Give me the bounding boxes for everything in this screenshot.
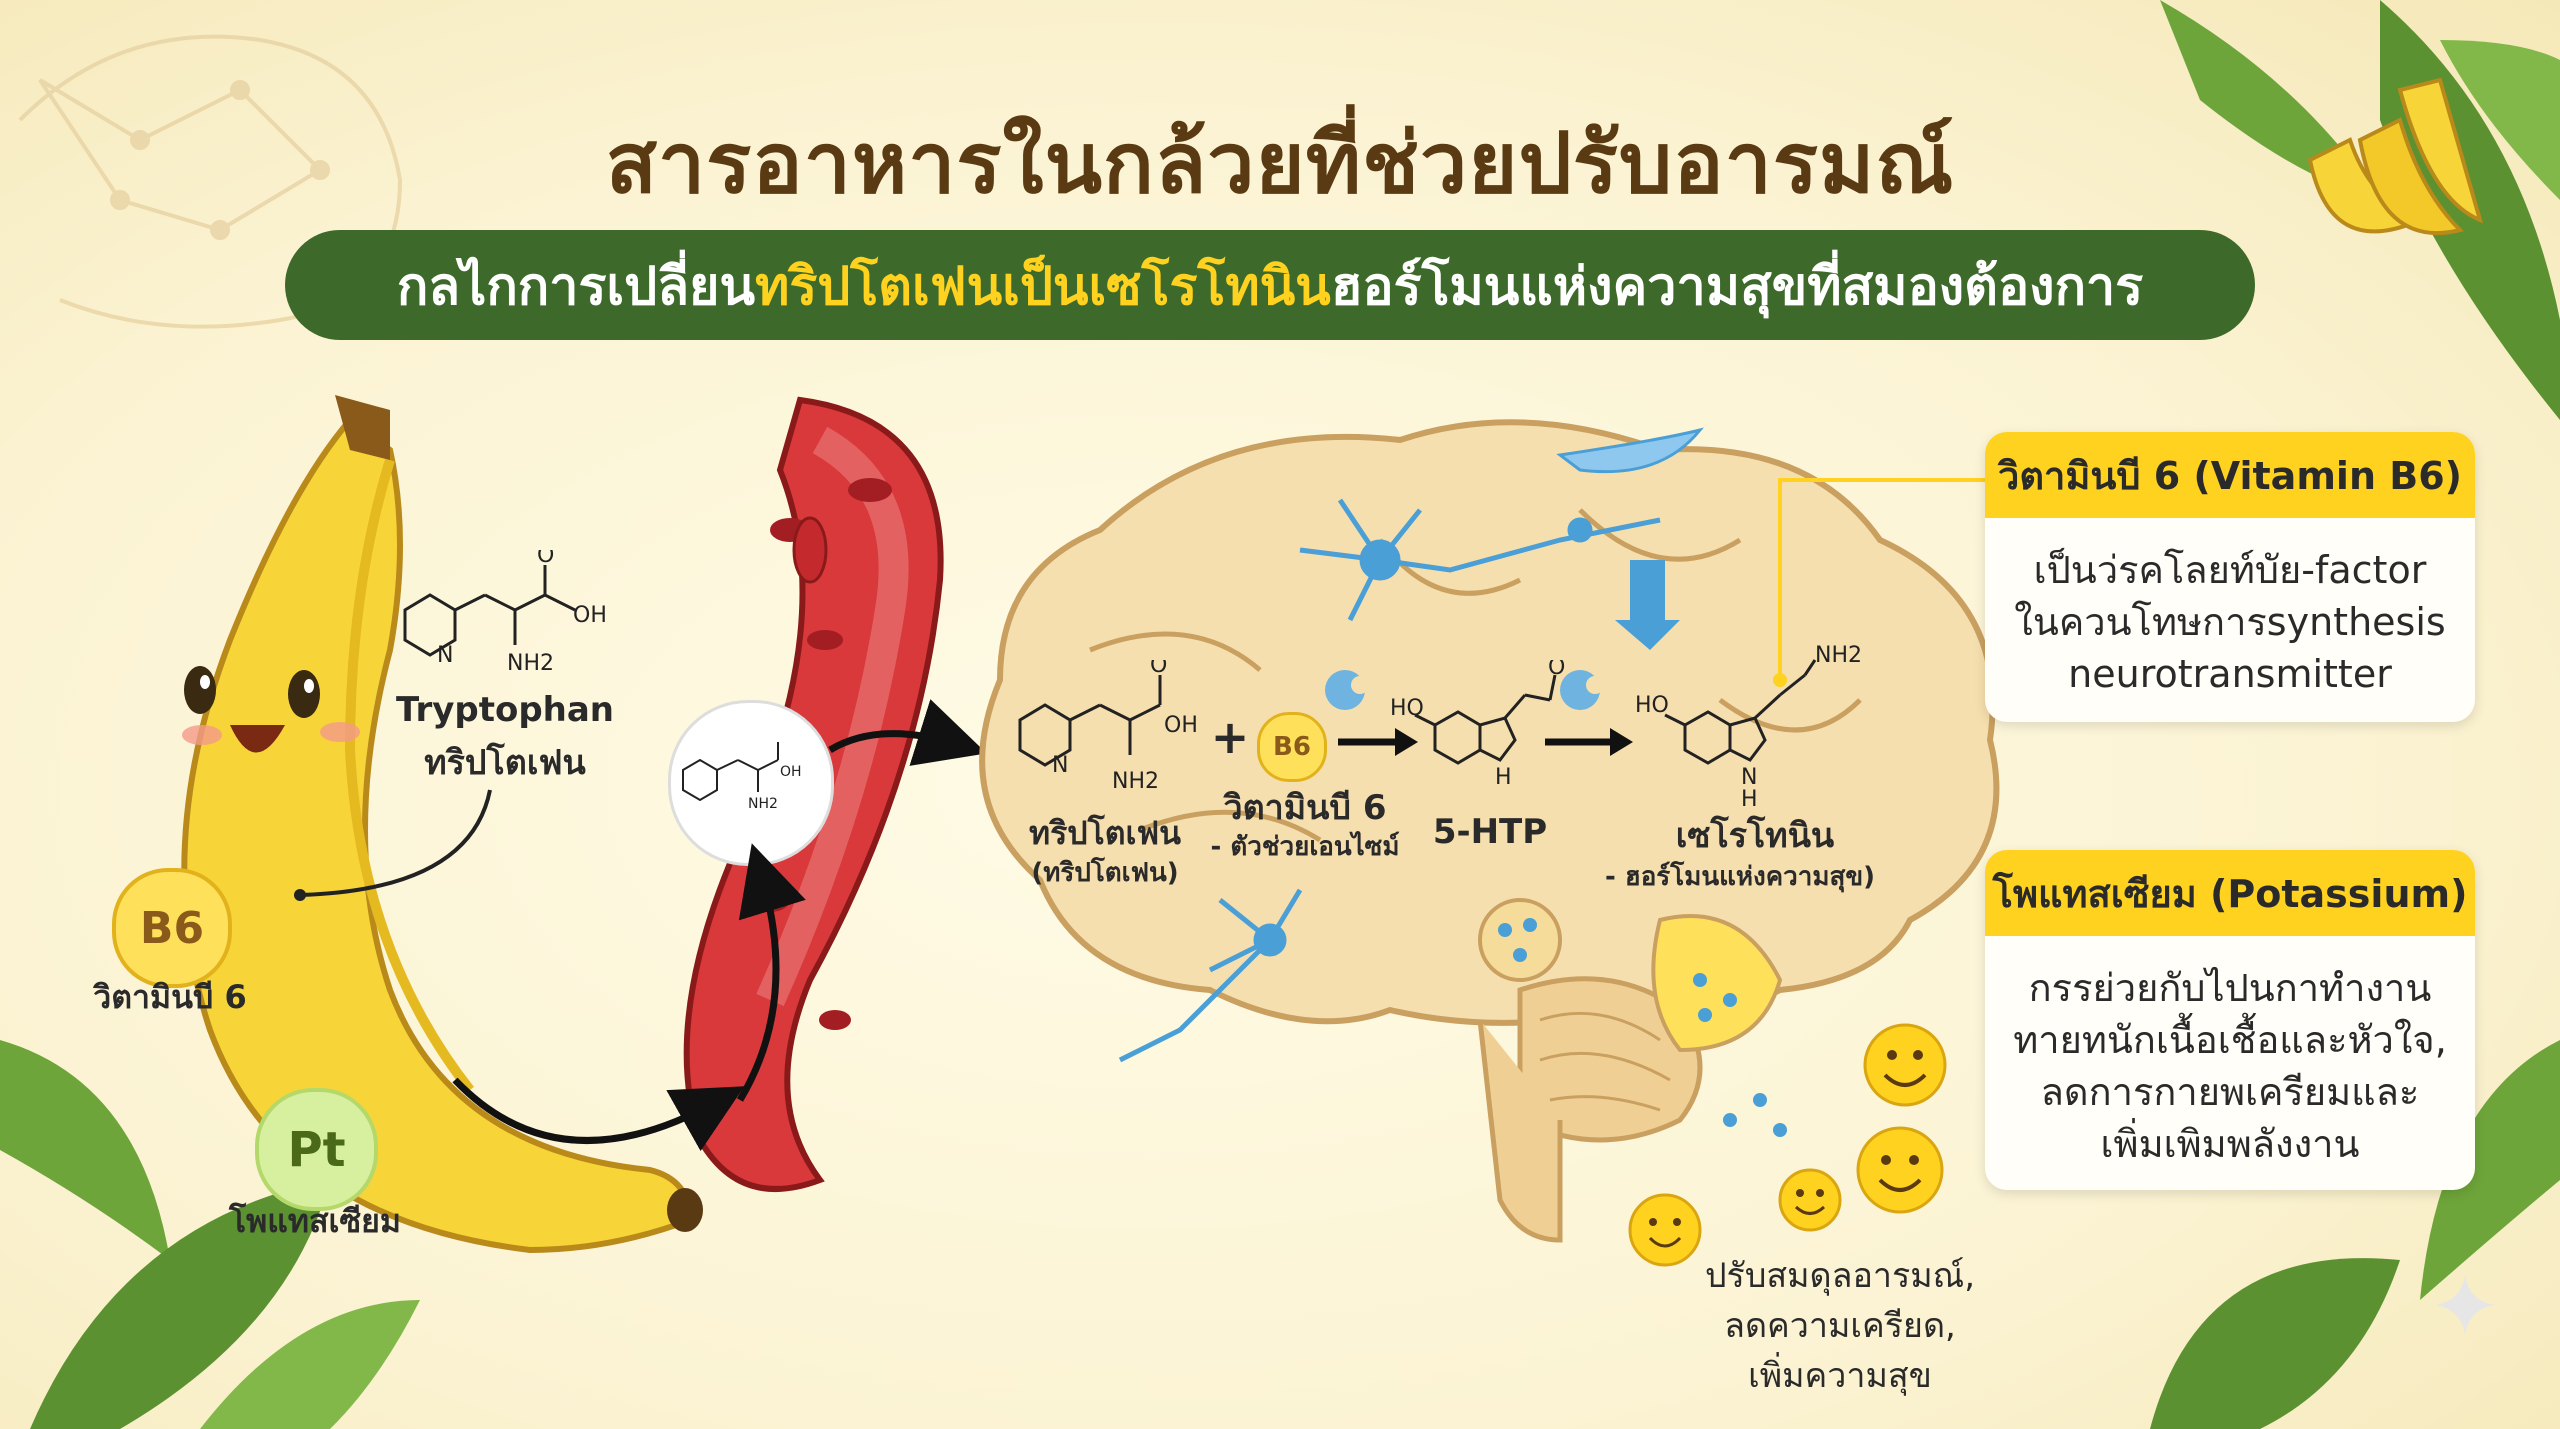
step3-name: 5-HTP [1432, 812, 1548, 852]
neuron-top [1299, 498, 1661, 622]
ser-chem-h: H [1741, 787, 1758, 810]
chem-n-banana: N [437, 643, 453, 668]
pathway-chem-n: N [1052, 753, 1068, 778]
banana-character [181, 395, 703, 1254]
banana-tryptophan-en: Tryptophan [395, 690, 615, 730]
card-k-line3: ลดการกายพเครียมและ [2040, 1070, 2420, 1114]
htp-chem-ho: HO [1390, 696, 1424, 721]
brain-stem [1477, 1019, 1563, 1243]
ser-chem-n: N [1741, 765, 1757, 790]
pathway-serotonin-molecule: HO NH2 N H [1635, 643, 1862, 810]
info-card-vitamin-b6: วิตามินบี 6 (Vitamin B6) เป็นว่รคโลยท์บั… [1985, 432, 2475, 722]
cerebellum [1517, 976, 1703, 1143]
step4-name: เซโรโทนิน [1675, 816, 1835, 856]
pathway-chem-o: O [1150, 660, 1167, 678]
card-k-line1: กรรย่วยกับไปนกาทำงาน [2028, 966, 2432, 1010]
pathway-plus: + [1210, 710, 1250, 764]
leaf-bottom-right [2150, 1040, 2560, 1429]
subtitle-part2: ฮอร์โมนแห่งความสุขที่สมองต้องการ [1330, 256, 2144, 317]
page-title: สารอาหารในกล้วยที่ช่วยปรับอารมณ์ [605, 114, 1955, 212]
b6-badge: B6 [112, 868, 232, 988]
pathway-tryptophan-molecule: N O OH NH2 [1018, 660, 1198, 794]
sparkle-icon [2435, 1275, 2495, 1335]
card-k-title: โพแทสเซียม (Potassium) [1985, 850, 2475, 936]
brain-network-watermark [18, 34, 403, 329]
card-b6-line2: ในควนโทษการsynthesis [2014, 600, 2446, 644]
vessel-molecule: OH NH2 [682, 742, 802, 812]
outcome-line3: เพิ่มความสุข [1748, 1356, 1932, 1396]
pathway-chem-nh2: NH2 [1112, 769, 1159, 794]
banana-tryptophan-pointer [294, 789, 492, 901]
step1-sub: (ทริปโตเฟน) [1031, 858, 1179, 888]
subtitle-highlight: ทริปโตเฟนเป็นเซโรโทนิน [755, 256, 1331, 317]
subtitle-banner: กลไกการเปลี่ยนทริปโตเฟนเป็นเซโรโทนิน ฮอร… [285, 230, 2255, 340]
outcome-line2: ลดความเครียด, [1724, 1306, 1956, 1346]
leaf-bottom-left [0, 1040, 420, 1429]
ser-chem-ho: HO [1635, 693, 1669, 718]
b6-label: วิตามินบี 6 [93, 978, 247, 1016]
step2-sub: - ตัวช่วยเอนไซม์ [1210, 832, 1400, 862]
htp-chem-h: H [1495, 765, 1512, 790]
subtitle-part1: กลไกการเปลี่ยน [396, 256, 756, 317]
step2-name: วิตามินบี 6 [1223, 788, 1387, 828]
chem-oh-banana: OH [573, 603, 607, 628]
smiley-faces [1628, 1023, 1947, 1267]
smiley-icon [1778, 1168, 1842, 1232]
vessel-molecule-bubble [668, 700, 834, 866]
card-k-line4: เพิ่มเพิมพลังงาน [2100, 1122, 2360, 1166]
card-k-body: กรรย่วยกับไปนกาทำงาน ทายทนักเนื้อเชื้อแล… [1985, 936, 2475, 1190]
banana-face [182, 666, 360, 753]
potassium-badge: Pt [255, 1088, 378, 1211]
card-k-line2: ทายทนักเนื้อเชื้อและหัวใจ, [2013, 1018, 2447, 1062]
tryptophan-molecule-banana: N O OH NH2 [403, 550, 607, 676]
step4-sub: - ฮอร์โมนแห่งความสุข) [1604, 862, 1876, 892]
step1-name: ทริปโตเฟน [1028, 814, 1182, 852]
chem-nh2-banana: NH2 [507, 651, 554, 676]
vessel-chem-nh2: NH2 [748, 796, 778, 812]
banana-tryptophan-th: ทริปโตเฟน [424, 743, 586, 783]
potassium-label: โพแทสเซียม [228, 1202, 402, 1240]
card-b6-line1: เป็นว่รคโลยท์บัย-factor [2033, 548, 2427, 592]
card-b6-line3: neurotransmitter [2068, 652, 2392, 696]
smiley-icon [1856, 1126, 1944, 1214]
synaptic-terminal [1651, 914, 1787, 1137]
banana-bunch-top-right [2307, 77, 2484, 236]
info-card-potassium: โพแทสเซียม (Potassium) กรรย่วยกับไปนกาทำ… [1985, 850, 2475, 1190]
pathway-b6-badge: B6 [1257, 712, 1327, 782]
synapse-vesicle [1478, 898, 1562, 982]
outcome-line1: ปรับสมดุลอารมณ์, [1704, 1256, 1976, 1296]
chem-o-banana: O [537, 550, 554, 568]
smiley-icon [1628, 1193, 1702, 1267]
ser-chem-nh2: NH2 [1815, 643, 1862, 668]
card-b6-title: วิตามินบี 6 (Vitamin B6) [1985, 432, 2475, 518]
blood-cell [848, 478, 892, 502]
signal-icon [1556, 427, 1704, 650]
pathway-5htp-molecule: HO O H [1390, 660, 1565, 790]
card-connector [1773, 478, 1990, 687]
pathway-chem-oh: OH [1164, 713, 1198, 738]
smiley-icon [1863, 1023, 1947, 1107]
neuron-lower [1118, 888, 1303, 1063]
htp-chem-o: O [1548, 660, 1565, 680]
vessel-chem-oh: OH [780, 764, 802, 780]
card-b6-body: เป็นว่รคโลยท์บัย-factor ในควนโทษการsynth… [1985, 518, 2475, 722]
